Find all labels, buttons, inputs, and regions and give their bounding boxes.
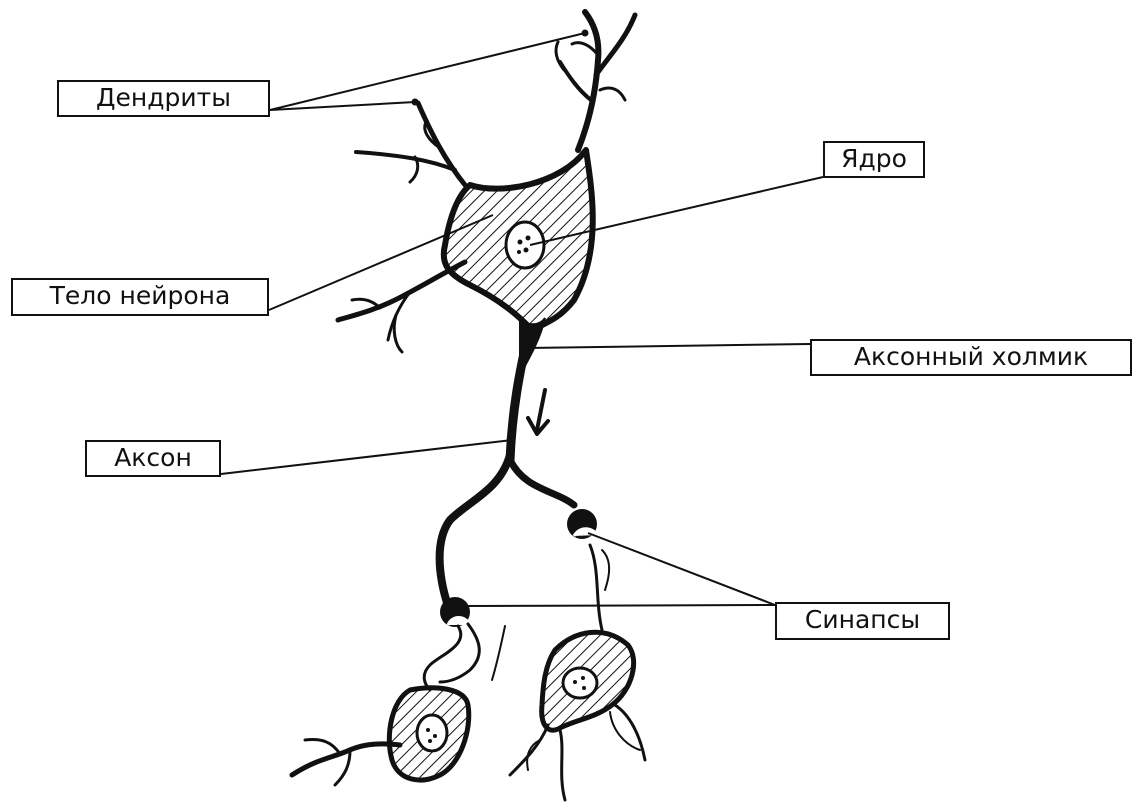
- label-axon-hillock: Аксонный холмик: [810, 339, 1132, 376]
- label-axon: Аксон: [85, 440, 221, 477]
- synapse-terminals: [440, 509, 597, 627]
- label-nucleus: Ядро: [823, 141, 925, 178]
- label-dendrites: Дендриты: [57, 80, 270, 117]
- signal-direction-arrow-icon: [528, 390, 548, 434]
- postsynaptic-neuron-right: [510, 545, 645, 800]
- label-synapses: Синапсы: [775, 602, 950, 640]
- label-neuron-body: Тело нейрона: [11, 278, 269, 316]
- axon-branches: [440, 455, 574, 606]
- postsynaptic-neuron-left: [292, 624, 505, 785]
- nucleus: [506, 222, 544, 268]
